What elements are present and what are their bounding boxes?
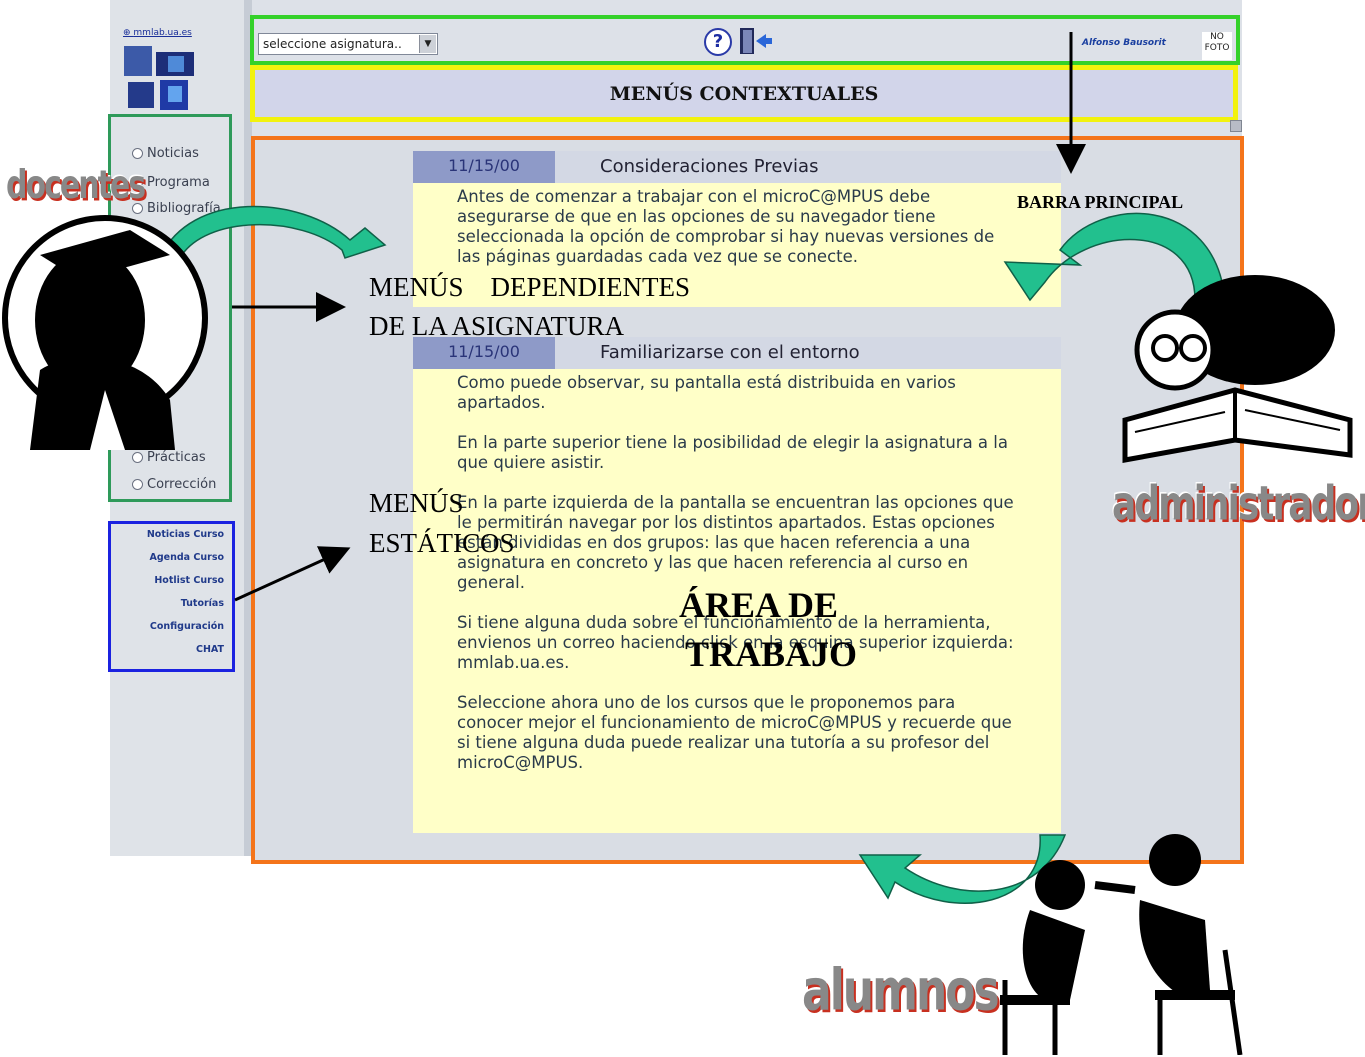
label-static-menus-1: MENÚS — [369, 488, 464, 518]
card-paragraph: Antes de comenzar a trabajar con el micr… — [457, 187, 995, 266]
context-menu-box: MENÚS CONTEXTUALES — [250, 65, 1238, 122]
mmlab-logo — [124, 46, 194, 112]
card-paragraph: En la parte superior tiene la posibilida… — [457, 433, 1008, 472]
radio-label: Corrección — [147, 477, 217, 492]
radio-circle-icon — [132, 148, 143, 159]
radio-correccion[interactable]: Corrección — [132, 477, 216, 492]
label-dependent-menus-2: DE LA ASIGNATURA — [369, 311, 625, 341]
card-paragraph: En la parte izquierda de la pantalla se … — [457, 493, 1014, 592]
card-title: Consideraciones Previas — [600, 156, 819, 177]
radio-label: Programa — [147, 175, 210, 190]
curved-arrow-docentes — [158, 205, 387, 259]
subject-select[interactable]: seleccione asignatura.. ▼ — [258, 33, 438, 55]
label-dependent-menus-1: MENÚS DEPENDIENTES — [369, 272, 690, 302]
label-main-bar: BARRA PRINCIPAL — [1017, 192, 1184, 212]
sidebar-edge — [244, 0, 252, 856]
card-paragraph: Si tiene alguna duda sobre el funcionami… — [457, 613, 1014, 672]
subject-select-value: seleccione asignatura.. — [263, 37, 402, 51]
card-date: 11/15/00 — [413, 337, 555, 369]
word-art-alumnos: alumnos — [802, 957, 1000, 1024]
radio-circle-icon — [132, 203, 143, 214]
static-menu-box — [108, 521, 235, 672]
help-icon[interactable]: ? — [704, 28, 732, 56]
radio-circle-icon — [132, 479, 143, 490]
label-static-menus-2: ESTÁTICOS — [369, 528, 515, 558]
static-link-hotlist-curso[interactable]: Hotlist Curso — [154, 575, 224, 586]
radio-label: Noticias — [147, 146, 199, 161]
radio-label: Prácticas — [147, 450, 206, 465]
radio-bibliografia[interactable]: Bibliografía — [132, 201, 221, 216]
radio-noticias[interactable]: Noticias — [132, 146, 199, 161]
card-paragraph: Seleccione ahora uno de los cursos que l… — [457, 693, 1012, 772]
card-title: Familiarizarse con el entorno — [600, 342, 860, 363]
curved-arrow-alumnos — [858, 834, 1067, 904]
static-link-configuracion[interactable]: Configuración — [149, 621, 224, 632]
chevron-down-icon[interactable]: ▼ — [419, 35, 436, 53]
user-name: Alfonso Bausorit — [1082, 38, 1166, 48]
context-menu-label: MENÚS CONTEXTUALES — [609, 83, 879, 105]
label-work-area-2: TRABAJO — [685, 634, 858, 674]
static-link-agenda-curso[interactable]: Agenda Curso — [149, 552, 224, 563]
radio-programa[interactable]: Programa — [132, 175, 210, 190]
radio-circle-icon — [132, 452, 143, 463]
radio-label: Bibliografía — [147, 201, 221, 216]
card-date: 11/15/00 — [413, 151, 555, 183]
user-photo-placeholder: NO FOTO — [1202, 32, 1232, 60]
card-paragraph: Como puede observar, su pantalla está di… — [457, 373, 956, 412]
teacher-silhouette — [2, 215, 208, 450]
exit-door-icon[interactable] — [738, 26, 774, 56]
curved-arrow-admin — [1003, 212, 1226, 302]
radio-circle-icon — [132, 177, 143, 188]
news-card: 11/15/00 Familiarizarse con el entorno C… — [413, 337, 1061, 833]
news-card: 11/15/00 Consideraciones Previas Antes d… — [413, 151, 1061, 307]
card-header: 11/15/00 Familiarizarse con el entorno — [413, 337, 1061, 369]
static-link-noticias-curso[interactable]: Noticias Curso — [146, 529, 224, 540]
administrator-reading-icon — [1122, 275, 1353, 463]
word-art-administradores: administradores — [1112, 477, 1365, 532]
card-body: Como puede observar, su pantalla está di… — [457, 373, 1017, 793]
logo-link-text: mmlab.ua.es — [133, 28, 192, 38]
card-body: Antes de comenzar a trabajar con el micr… — [457, 187, 1017, 287]
static-link-chat[interactable]: CHAT — [195, 644, 224, 655]
label-work-area-1: ÁREA DE — [679, 585, 839, 625]
main-bar-box — [250, 15, 1240, 65]
word-art-docentes: docentes — [6, 162, 146, 209]
radio-practicas[interactable]: Prácticas — [132, 450, 206, 465]
logo-link[interactable]: ⊕ mmlab.ua.es — [123, 28, 192, 38]
static-link-tutorias[interactable]: Tutorías — [180, 598, 224, 609]
students-silhouette — [1000, 834, 1243, 1055]
scroll-corner-button[interactable] — [1230, 120, 1242, 132]
card-header: 11/15/00 Consideraciones Previas — [413, 151, 1061, 183]
arrow-static-menus — [234, 546, 351, 602]
